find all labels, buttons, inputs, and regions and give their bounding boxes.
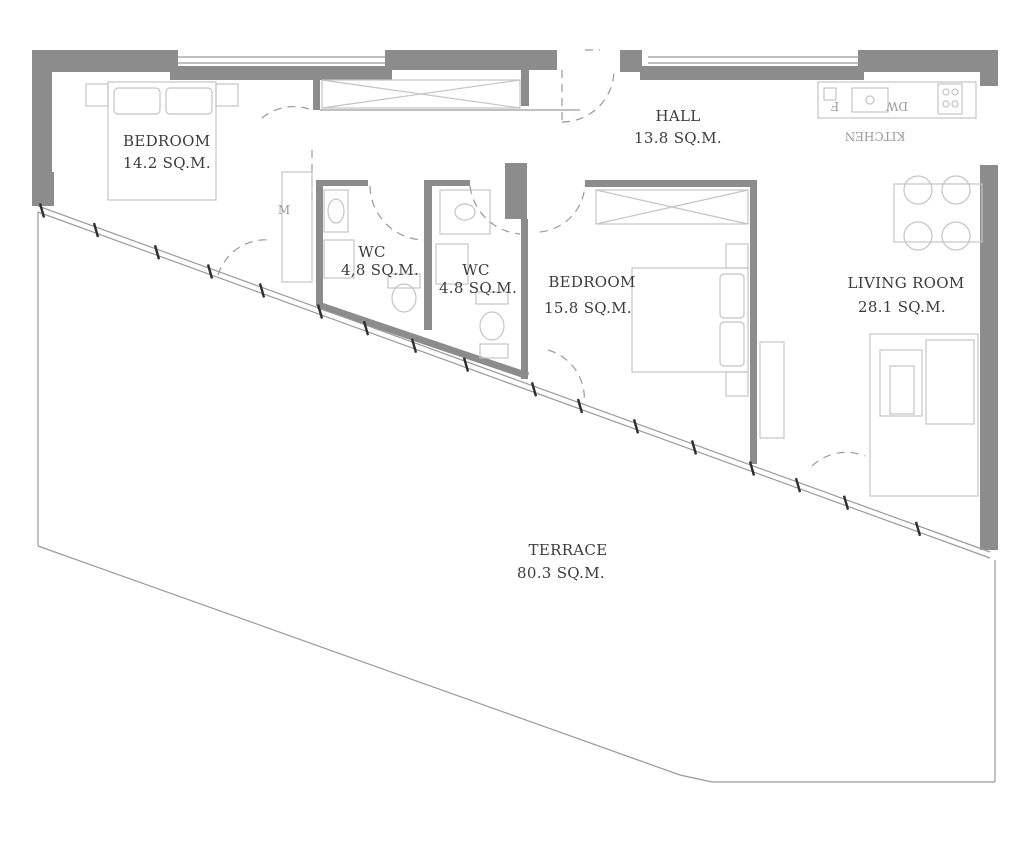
- living-furniture: [759, 175, 983, 497]
- living-area: 28.1 SQ.M.: [858, 298, 946, 316]
- facade-tick: [38, 203, 46, 218]
- facade-tick: [576, 398, 584, 414]
- room-labels: BEDROOM 14.2 SQ.M. HALL 13.8 SQ.M. KITCH…: [123, 99, 964, 582]
- bedroom1-area: 14.2 SQ.M.: [123, 154, 211, 172]
- toilet-icon: [387, 273, 421, 313]
- outer-walls: [32, 50, 998, 550]
- bedroom1-furniture: [85, 81, 313, 283]
- facade-ticks: [38, 203, 922, 537]
- hall-details: [320, 49, 615, 123]
- facade-tick: [462, 357, 470, 372]
- wc1-fixtures: [323, 185, 425, 313]
- bed-icon: [85, 81, 239, 201]
- living-name: LIVING ROOM: [847, 274, 964, 292]
- wc1-area: 4,8 SQ.M.: [341, 261, 419, 279]
- hall-area: 13.8 SQ.M.: [634, 129, 722, 147]
- m-label: M: [278, 203, 290, 217]
- sofa-icon: [869, 333, 979, 497]
- wc1-name: WC: [358, 243, 386, 261]
- bedroom1-name: BEDROOM: [123, 132, 210, 150]
- sink-icon: [851, 87, 889, 113]
- bedroom2-name: BEDROOM: [548, 273, 635, 291]
- facade-tick: [206, 264, 214, 279]
- terrace-edge: [37, 205, 991, 559]
- facade-tick: [410, 338, 418, 353]
- wc2-area: 4.8 SQ.M.: [439, 279, 517, 297]
- wc2-name: WC: [462, 261, 490, 279]
- top-windows: [178, 56, 860, 64]
- sink-icon: [439, 189, 491, 235]
- facade-tick: [690, 440, 698, 455]
- facade-tick: [914, 521, 922, 537]
- bedroom2-furniture: [539, 184, 749, 405]
- kitchen-name: KITCHEN: [845, 129, 906, 143]
- facade-tick: [632, 419, 640, 434]
- facade-tick: [92, 222, 100, 238]
- f-label: F: [831, 99, 839, 113]
- facade-tick: [794, 477, 802, 493]
- interior-walls: [313, 70, 757, 464]
- facade-tick: [530, 381, 538, 397]
- facade-tick: [316, 304, 324, 319]
- hall-name: HALL: [655, 107, 700, 125]
- sink-icon: [323, 189, 349, 233]
- toilet-icon: [475, 291, 509, 341]
- terrace-outline: [37, 212, 996, 783]
- facade-tick: [153, 244, 161, 260]
- terrace-area: 80.3 SQ.M.: [517, 564, 605, 582]
- bed-icon: [631, 243, 749, 397]
- kitchen-units: [817, 81, 977, 119]
- dining-table-icon: [893, 175, 983, 251]
- facade-tick: [258, 283, 266, 298]
- terrace-name: TERRACE: [529, 541, 608, 559]
- bedroom2-area: 15.8 SQ.M.: [544, 299, 632, 317]
- stove-icon: [937, 83, 963, 115]
- dw-label: DW: [885, 99, 908, 113]
- facade-tick: [362, 320, 370, 336]
- facade-tick: [842, 495, 850, 510]
- wc2-fixtures: [435, 185, 521, 359]
- facade-tick: [748, 461, 756, 476]
